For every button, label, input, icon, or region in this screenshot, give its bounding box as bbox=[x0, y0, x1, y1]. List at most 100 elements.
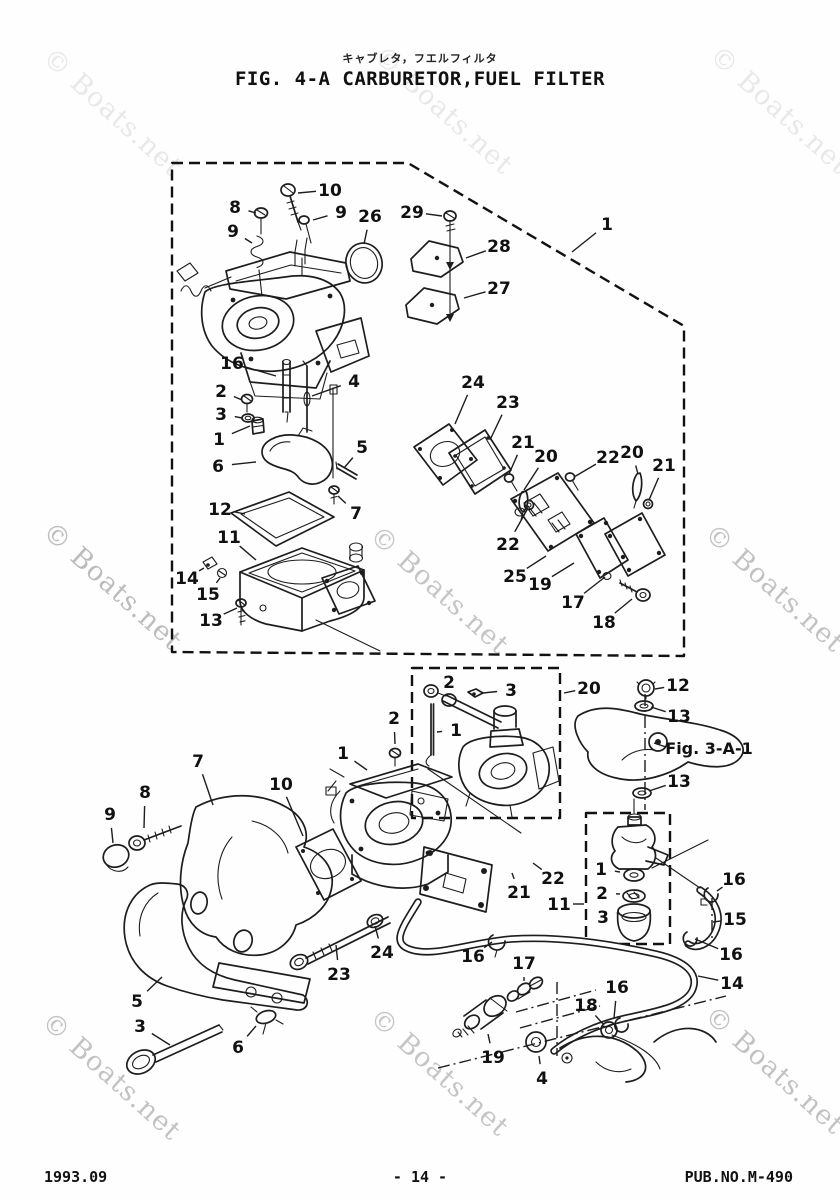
callout-leader bbox=[233, 395, 243, 401]
callout-label: 21 bbox=[511, 433, 535, 453]
callout-leader bbox=[436, 730, 443, 733]
callout-label: 3 bbox=[215, 405, 227, 425]
callout-label: 21 bbox=[652, 456, 676, 476]
callout-leader bbox=[234, 415, 243, 419]
callout-leader bbox=[231, 425, 251, 435]
callout-label: 7 bbox=[192, 752, 204, 772]
callout-leader bbox=[233, 511, 246, 515]
callout-leader bbox=[614, 598, 633, 614]
callout-leader bbox=[716, 886, 723, 892]
top-assembly-boundary bbox=[170, 161, 686, 658]
callout-leader bbox=[508, 454, 519, 475]
callout-label: 2 bbox=[443, 673, 455, 693]
callout-label: 1 bbox=[601, 215, 613, 235]
callout-label: 8 bbox=[139, 783, 151, 803]
callout-label: 9 bbox=[227, 222, 239, 242]
callout-label: 23 bbox=[327, 965, 351, 985]
float-bowl-11 bbox=[239, 542, 376, 632]
title-japanese: キャブレタ，フエルフィルタ bbox=[342, 52, 498, 65]
callout-leader bbox=[110, 827, 114, 844]
idle-screws-8-9-10 bbox=[250, 183, 312, 297]
nut-12-washers-13-lever-fig3a1 bbox=[574, 679, 744, 810]
gasket-26 bbox=[345, 242, 383, 284]
callout-leader bbox=[648, 477, 660, 501]
callout-label: 26 bbox=[358, 207, 382, 227]
callout-label: 15 bbox=[723, 910, 747, 930]
callout-leader bbox=[487, 1033, 491, 1044]
throttle-link-box-20 bbox=[410, 666, 562, 834]
callout-label: 13 bbox=[667, 772, 691, 792]
callout-leader bbox=[563, 690, 576, 694]
callout-label: 24 bbox=[370, 943, 394, 963]
callout-leader bbox=[231, 461, 257, 466]
callout-label: Fig. 3-A-1 bbox=[665, 739, 752, 758]
callout-label: 22 bbox=[541, 869, 565, 889]
bracket-5 bbox=[123, 882, 311, 1011]
callout-leader bbox=[482, 690, 498, 694]
carburetor-lower-assembled bbox=[325, 747, 493, 913]
callout-label: 20 bbox=[577, 679, 601, 699]
callout-leader bbox=[551, 562, 575, 578]
main-nozzle-jet-parts-16-2-3-1-4 bbox=[240, 358, 338, 479]
callout-label: 18 bbox=[574, 996, 598, 1016]
callout-leader bbox=[151, 1032, 171, 1046]
callout-leader bbox=[245, 366, 277, 377]
callout-leader bbox=[198, 567, 205, 572]
callout-label: 10 bbox=[269, 775, 293, 795]
callout-label: 1 bbox=[450, 721, 462, 741]
callout-leader bbox=[483, 941, 493, 949]
callout-label: 20 bbox=[620, 443, 644, 463]
callout-leader bbox=[538, 1055, 541, 1065]
callout-leader bbox=[343, 457, 354, 469]
float-6-pin-5-screw-7 bbox=[261, 427, 358, 505]
callout-leader bbox=[463, 291, 486, 299]
callout-leader bbox=[583, 576, 606, 594]
bowl-screws-13-14-15 bbox=[202, 556, 247, 626]
callout-label: 12 bbox=[208, 500, 232, 520]
callout-leader bbox=[297, 190, 317, 194]
bowl-gasket-12 bbox=[230, 491, 335, 547]
bolt-3-clamp-6-bolt-23-washer-24 bbox=[125, 913, 391, 1075]
callout-label: 1 bbox=[337, 744, 349, 764]
callout-label: 22 bbox=[596, 448, 620, 468]
callout-label: 11 bbox=[547, 895, 571, 915]
pump-plates-17-19 bbox=[575, 512, 666, 581]
callout-label: 5 bbox=[356, 438, 368, 458]
callout-leader bbox=[511, 872, 515, 880]
callout-leader bbox=[425, 213, 443, 217]
fuel-filter-11 bbox=[584, 798, 709, 946]
callout-leader bbox=[614, 870, 621, 873]
callout-leader bbox=[311, 385, 342, 397]
callout-label: 3 bbox=[597, 908, 609, 928]
bolt-8-cap-9-lower bbox=[102, 825, 182, 872]
callout-label: 20 bbox=[534, 447, 558, 467]
callout-label: 3 bbox=[134, 1017, 146, 1037]
callout-label: 1 bbox=[595, 860, 607, 880]
callout-label: 17 bbox=[512, 954, 536, 974]
callout-leader bbox=[215, 577, 221, 584]
callout-leader bbox=[613, 1000, 617, 1019]
callout-leader bbox=[514, 507, 529, 533]
callout-label: 7 bbox=[350, 504, 362, 524]
callout-label: 2 bbox=[215, 382, 227, 402]
callout-leader bbox=[526, 555, 547, 569]
callout-leader bbox=[465, 250, 487, 259]
footer-page-number: - 14 - bbox=[392, 1168, 448, 1186]
callout-label: 15 bbox=[196, 585, 220, 605]
callout-leader bbox=[697, 975, 719, 981]
callout-label: 10 bbox=[318, 181, 342, 201]
callout-label: 9 bbox=[104, 805, 116, 825]
callout-leader bbox=[650, 706, 666, 713]
callout-leader bbox=[374, 925, 380, 939]
callout-leader bbox=[532, 862, 543, 871]
callout-label: 27 bbox=[487, 279, 511, 299]
fuel-hoses-14-15 bbox=[396, 857, 722, 1055]
callout-leader bbox=[571, 232, 597, 253]
pump-screws-18-20-21-22 bbox=[503, 472, 654, 602]
callout-label: 16 bbox=[605, 978, 629, 998]
callout-leader bbox=[146, 976, 163, 992]
callout-leader bbox=[354, 760, 368, 771]
callout-label: 16 bbox=[719, 945, 743, 965]
callout-label: 8 bbox=[229, 198, 241, 218]
